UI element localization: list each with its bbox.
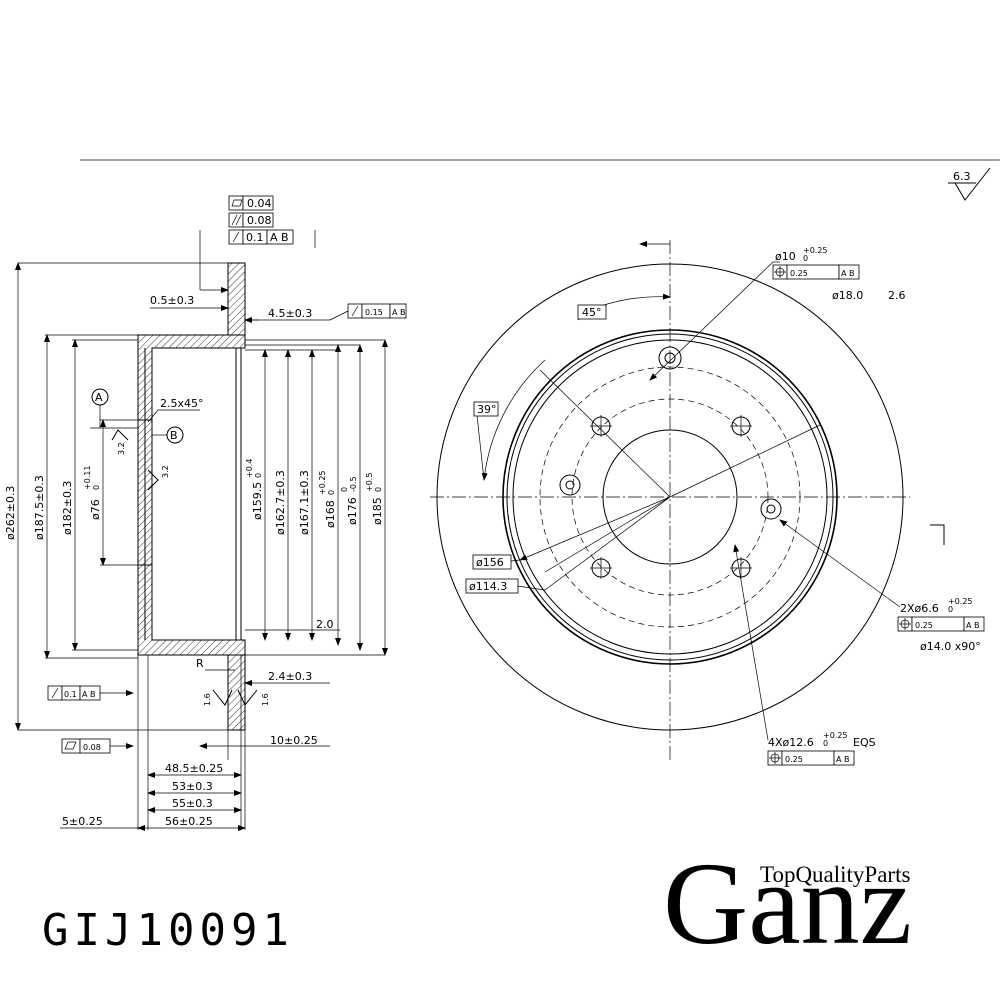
dim-2-0: 2.0 [316, 618, 334, 631]
svg-text:0.25: 0.25 [790, 269, 808, 278]
svg-text:0: 0 [340, 487, 349, 492]
svg-text:0.25: 0.25 [915, 621, 933, 630]
dim-55: 55±0.3 [172, 797, 213, 810]
surface-finish-value: 6.3 [953, 170, 971, 183]
svg-text:+0.25: +0.25 [803, 246, 828, 255]
svg-text:+0.5: +0.5 [365, 473, 374, 492]
dim-chamfer: 2.5x45° [160, 397, 204, 410]
svg-text:3.2: 3.2 [117, 442, 126, 455]
datum-b-label: B [170, 429, 178, 442]
svg-text:A B: A B [836, 755, 850, 764]
bolt-hole [730, 415, 752, 437]
svg-text:0.25: 0.25 [785, 755, 803, 764]
svg-text:1.6: 1.6 [261, 693, 270, 706]
dim-hole-6-6-cb: ø14.0 x90° [920, 640, 981, 653]
dim-56: 56±0.25 [165, 815, 213, 828]
dim-2-4: 2.4±0.3 [268, 670, 312, 683]
dim-0-5: 0.5±0.3 [150, 294, 194, 307]
dim-53: 53±0.3 [172, 780, 213, 793]
svg-text:A B: A B [966, 621, 980, 630]
dim-angle-39: 39° [477, 403, 497, 416]
side-view-dimensions: ø262±0.3 ø187.5±0.3 ø182±0.3 ø76 +0.11 0… [4, 294, 384, 828]
hat-section [137, 334, 246, 656]
dim-angle-45: 45° [582, 306, 602, 319]
svg-text:+0.25: +0.25 [318, 470, 327, 495]
front-view [430, 240, 945, 760]
bolt-hole [590, 557, 612, 579]
svg-text:+0.25: +0.25 [823, 731, 848, 740]
dim-d167-1: ø167.1±0.3 [298, 470, 311, 535]
dim-d76: ø76 [89, 499, 102, 520]
bolt-hole [730, 557, 752, 579]
svg-text:0: 0 [327, 490, 336, 495]
dim-d185: ø185 [371, 497, 384, 525]
counterbore-hole-left [559, 474, 581, 496]
svg-text:3.2: 3.2 [161, 465, 170, 478]
svg-text:0: 0 [823, 739, 828, 748]
dim-pcd-114-3: ø114.3 [469, 580, 507, 593]
dim-hole-10-depth: 2.6 [888, 289, 906, 302]
dim-d76-tol: +0.11 [83, 465, 92, 490]
dim-d162-7: ø162.7±0.3 [274, 470, 287, 535]
surface-finish-symbol: 6.3 [948, 167, 991, 201]
part-number: GIJ10091 [42, 905, 294, 956]
tolerance-frame-runout-top: 0.1 A B [228, 229, 294, 245]
dim-pcd-156: ø156 [476, 556, 504, 569]
svg-text:0: 0 [254, 473, 263, 478]
dim-5: 5±0.25 [62, 815, 103, 828]
dim-d182: ø182±0.3 [61, 481, 74, 535]
bolt-hole [590, 415, 612, 437]
dim-4-5: 4.5±0.3 [268, 307, 312, 320]
tolerance-frame-runout-left: 0.1 A B [47, 685, 101, 701]
front-view-dimensions: 45° 39° ø156 ø114.3 ø10 +0.25 0 0.25 A B… [465, 246, 985, 766]
datum-a-label: A [95, 391, 103, 404]
svg-text:0.1: 0.1 [64, 690, 77, 699]
dim-d262: ø262±0.3 [4, 486, 17, 540]
counterbore-hole-top [658, 346, 682, 370]
svg-text:EQS: EQS [853, 736, 876, 749]
svg-text:0: 0 [803, 254, 808, 263]
dim-hole-10-cb: ø18.0 [832, 289, 863, 302]
dim-hole-12-6: 4Xø12.6 [768, 736, 814, 749]
brand-logo-name: Ganz [663, 838, 912, 969]
tolerance-frame-flatness-bottom: 0.08 [61, 738, 111, 754]
svg-text:+0.25: +0.25 [948, 597, 973, 606]
svg-text:-0.5: -0.5 [349, 476, 358, 492]
svg-text:0.08: 0.08 [247, 214, 272, 227]
svg-text:+0.4: +0.4 [245, 459, 254, 478]
dim-hole-6-6: 2Xø6.6 [900, 602, 939, 615]
tolerance-frame-parallelism: 0.08 [228, 212, 274, 228]
svg-text:0.08: 0.08 [83, 743, 101, 752]
tolerance-frame-runout-right: 0.15 A B [347, 303, 407, 319]
svg-text:0: 0 [948, 605, 953, 614]
counterbore-hole-right [760, 498, 782, 520]
dim-d187-5: ø187.5±0.3 [33, 475, 46, 540]
svg-text:0.04: 0.04 [247, 197, 272, 210]
svg-text:A B: A B [392, 308, 406, 317]
svg-text:0.15: 0.15 [365, 308, 383, 317]
brand-tagline: TopQualityParts [760, 862, 911, 887]
side-view: A B [15, 230, 388, 831]
svg-text:0: 0 [92, 485, 101, 490]
dim-d159-5: ø159.5 [251, 482, 264, 520]
dim-r: R [196, 657, 204, 670]
tolerance-frame-flatness: 0.04 [228, 195, 274, 211]
svg-text:A B: A B [270, 231, 289, 244]
dim-d176: ø176 [346, 497, 359, 525]
svg-text:1.6: 1.6 [203, 693, 212, 706]
svg-text:0.1: 0.1 [246, 231, 264, 244]
dim-d168: ø168 [324, 500, 337, 528]
svg-text:A B: A B [841, 269, 855, 278]
svg-text:0: 0 [374, 487, 383, 492]
dim-10: 10±0.25 [270, 734, 318, 747]
svg-text:A B: A B [82, 690, 96, 699]
dim-48-5: 48.5±0.25 [165, 762, 223, 775]
dim-hole-10: ø10 [775, 250, 796, 263]
flange-upper-section [227, 262, 246, 336]
